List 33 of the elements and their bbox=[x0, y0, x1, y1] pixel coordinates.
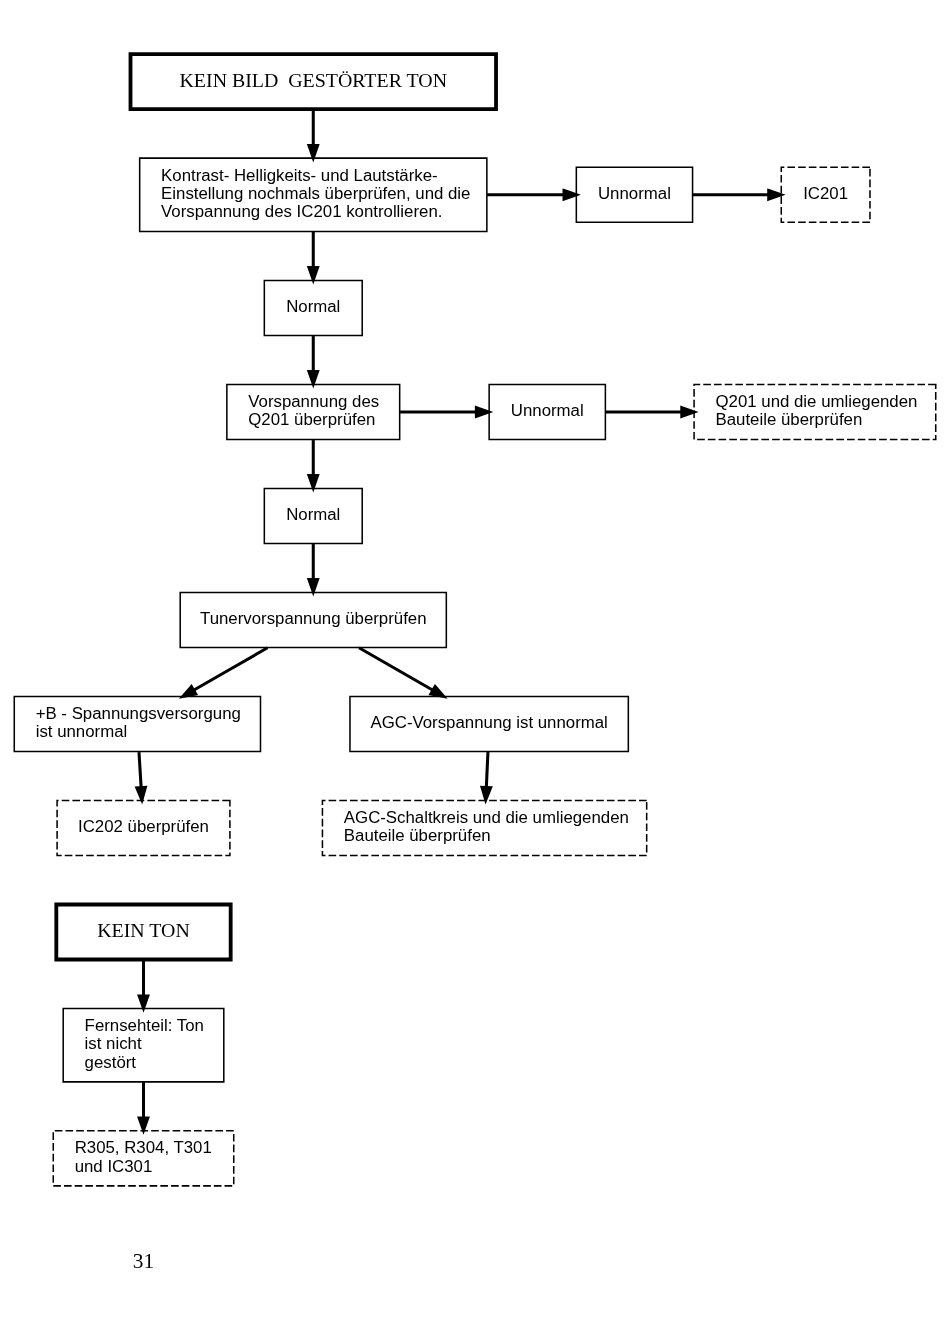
node-box: Normal bbox=[263, 279, 363, 337]
node-box: KEIN TON bbox=[54, 902, 233, 962]
arrow bbox=[358, 646, 448, 699]
label: 31 bbox=[132, 1249, 155, 1274]
node-box: IC201 bbox=[780, 166, 871, 224]
arrow bbox=[137, 1082, 150, 1135]
node-box: Unnormal bbox=[575, 166, 694, 224]
arrow bbox=[400, 405, 494, 419]
arrow bbox=[178, 646, 269, 699]
node-box: R305, R304, T301 und IC301 bbox=[52, 1130, 235, 1187]
arrow bbox=[306, 544, 320, 597]
node-box: AGC-Vorspannung ist unnormal bbox=[349, 695, 630, 753]
node-box: KEIN BILD GESTÖRTER TON bbox=[128, 52, 498, 112]
arrow bbox=[137, 959, 150, 1013]
node-box: AGC-Schaltkreis und die umliegenden Bauteile überprüfen bbox=[321, 799, 648, 857]
node-box: +B - Spannungsversorgung ist unnormal bbox=[13, 695, 262, 753]
arrow bbox=[306, 336, 320, 389]
arrow bbox=[605, 405, 699, 419]
node-box: Normal bbox=[263, 487, 363, 545]
arrow bbox=[487, 188, 581, 202]
node-box: Unnormal bbox=[488, 383, 607, 441]
node-box: Vorspannung des Q201 überprüfen bbox=[226, 383, 401, 441]
node-box: Tunervorspannung überprüfen bbox=[179, 591, 448, 649]
node-box: Q201 und die umliegenden Bauteile überprüfen bbox=[693, 383, 937, 441]
arrow bbox=[692, 188, 786, 202]
arrow bbox=[306, 109, 320, 163]
node-box: Kontrast- Helligkeits- und Lautstärke- Einstellung nochmals überprüfen, und die Vorspannung des IC201 kontrollieren. bbox=[138, 157, 488, 233]
node-box: IC202 überprüfen bbox=[56, 799, 231, 857]
node-box: Fernsehteil: Ton ist nicht gestört bbox=[62, 1007, 225, 1083]
arrow bbox=[306, 440, 320, 493]
arrow bbox=[134, 751, 148, 805]
arrow bbox=[306, 231, 320, 285]
arrow bbox=[479, 752, 493, 805]
